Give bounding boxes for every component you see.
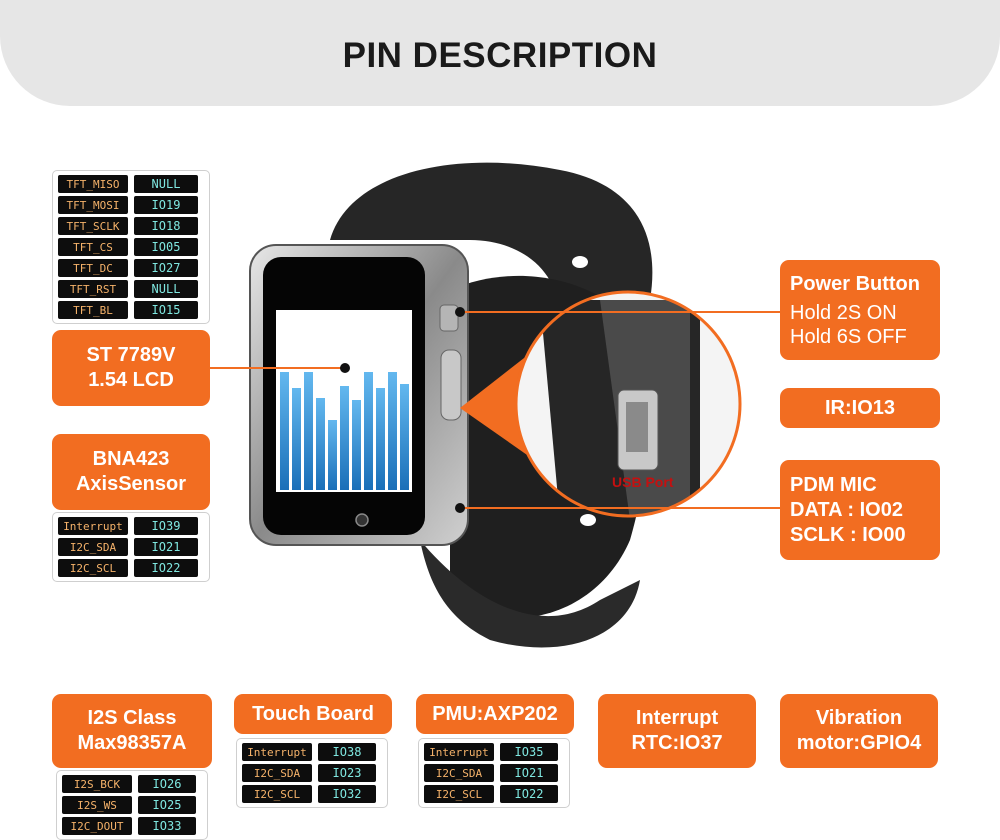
- pin-value: IO22: [134, 559, 198, 577]
- pin-row: Interrupt IO39: [58, 517, 204, 535]
- pin-row: I2S_BCK IO26: [62, 775, 202, 793]
- pin-name: I2C_SCL: [424, 785, 494, 803]
- pin-value: IO27: [134, 259, 198, 277]
- pin-value: IO22: [500, 785, 558, 803]
- i2s-class-label: I2S Class Max98357A: [52, 694, 212, 768]
- pin-name: TFT_CS: [58, 238, 128, 256]
- pin-name: I2S_WS: [62, 796, 132, 814]
- pin-value: IO18: [134, 217, 198, 235]
- watch-strap-top: [330, 162, 653, 320]
- pin-value: IO33: [138, 817, 196, 835]
- pin-value: NULL: [134, 280, 198, 298]
- page-title: PIN DESCRIPTION: [342, 36, 658, 75]
- vibration-motor-label: Vibration motor:GPIO4: [780, 694, 938, 768]
- pin-row: I2C_DOUT IO33: [62, 817, 202, 835]
- lcd-label: ST 7789V 1.54 LCD: [52, 330, 210, 406]
- pin-value: IO25: [138, 796, 196, 814]
- pin-name: I2S_BCK: [62, 775, 132, 793]
- pin-name: Interrupt: [58, 517, 128, 535]
- pin-name: I2C_SDA: [58, 538, 128, 556]
- pin-row: TFT_MOSI IO19: [58, 196, 204, 214]
- pin-row: TFT_DC IO27: [58, 259, 204, 277]
- pin-row: TFT_MISO NULL: [58, 175, 204, 193]
- pin-row: Interrupt IO35: [424, 743, 564, 761]
- power-button-desc: Hold 2S ON Hold 6S OFF: [790, 301, 907, 348]
- pin-name: I2C_SCL: [242, 785, 312, 803]
- pin-value: IO26: [138, 775, 196, 793]
- power-button-title: Power Button: [790, 272, 920, 295]
- power-button-crown: [439, 304, 459, 332]
- side-button: [440, 349, 462, 421]
- power-button-box: Power Button Hold 2S ON Hold 6S OFF: [780, 260, 940, 360]
- pin-row: TFT_SCLK IO18: [58, 217, 204, 235]
- pin-row: TFT_CS IO05: [58, 238, 204, 256]
- pin-name: TFT_BL: [58, 301, 128, 319]
- pin-row: TFT_RST NULL: [58, 280, 204, 298]
- pin-row: Interrupt IO38: [242, 743, 382, 761]
- pin-name: I2C_SCL: [58, 559, 128, 577]
- pdm-mic-label: PDM MIC DATA : IO02 SCLK : IO00: [780, 460, 940, 560]
- pin-row: I2C_SCL IO22: [58, 559, 204, 577]
- pin-name: Interrupt: [424, 743, 494, 761]
- pin-value: IO35: [500, 743, 558, 761]
- pin-value: IO32: [318, 785, 376, 803]
- pin-value: IO23: [318, 764, 376, 782]
- pin-row: I2C_SDA IO21: [424, 764, 564, 782]
- ir-label: IR:IO13: [780, 388, 940, 428]
- pin-value: IO21: [134, 538, 198, 556]
- pin-value: IO05: [134, 238, 198, 256]
- touch-board-label: Touch Board: [234, 694, 392, 734]
- pin-value: IO38: [318, 743, 376, 761]
- pin-row: I2C_SDA IO21: [58, 538, 204, 556]
- pin-value: IO19: [134, 196, 198, 214]
- pin-name: TFT_MISO: [58, 175, 128, 193]
- pin-name: I2C_SDA: [242, 764, 312, 782]
- pin-row: TFT_BL IO15: [58, 301, 204, 319]
- pin-name: TFT_RST: [58, 280, 128, 298]
- pin-value: NULL: [134, 175, 198, 193]
- pin-value: IO21: [500, 764, 558, 782]
- pin-value: IO39: [134, 517, 198, 535]
- pin-value: IO15: [134, 301, 198, 319]
- pmu-label: PMU:AXP202: [416, 694, 574, 734]
- title-banner: [0, 0, 1000, 106]
- pin-row: I2C_SCL IO22: [424, 785, 564, 803]
- pin-name: I2C_DOUT: [62, 817, 132, 835]
- usb-port-label: USB Port: [612, 474, 674, 490]
- axis-sensor-label: BNA423 AxisSensor: [52, 434, 210, 510]
- pin-row: I2S_WS IO25: [62, 796, 202, 814]
- pin-row: I2C_SCL IO32: [242, 785, 382, 803]
- pin-row: I2C_SDA IO23: [242, 764, 382, 782]
- pin-name: Interrupt: [242, 743, 312, 761]
- pin-name: TFT_SCLK: [58, 217, 128, 235]
- equalizer-bars: [280, 372, 409, 490]
- pin-name: TFT_MOSI: [58, 196, 128, 214]
- watch-strap-bottom: [420, 540, 640, 648]
- pin-name: I2C_SDA: [424, 764, 494, 782]
- pin-name: TFT_DC: [58, 259, 128, 277]
- rtc-interrupt-label: Interrupt RTC:IO37: [598, 694, 756, 768]
